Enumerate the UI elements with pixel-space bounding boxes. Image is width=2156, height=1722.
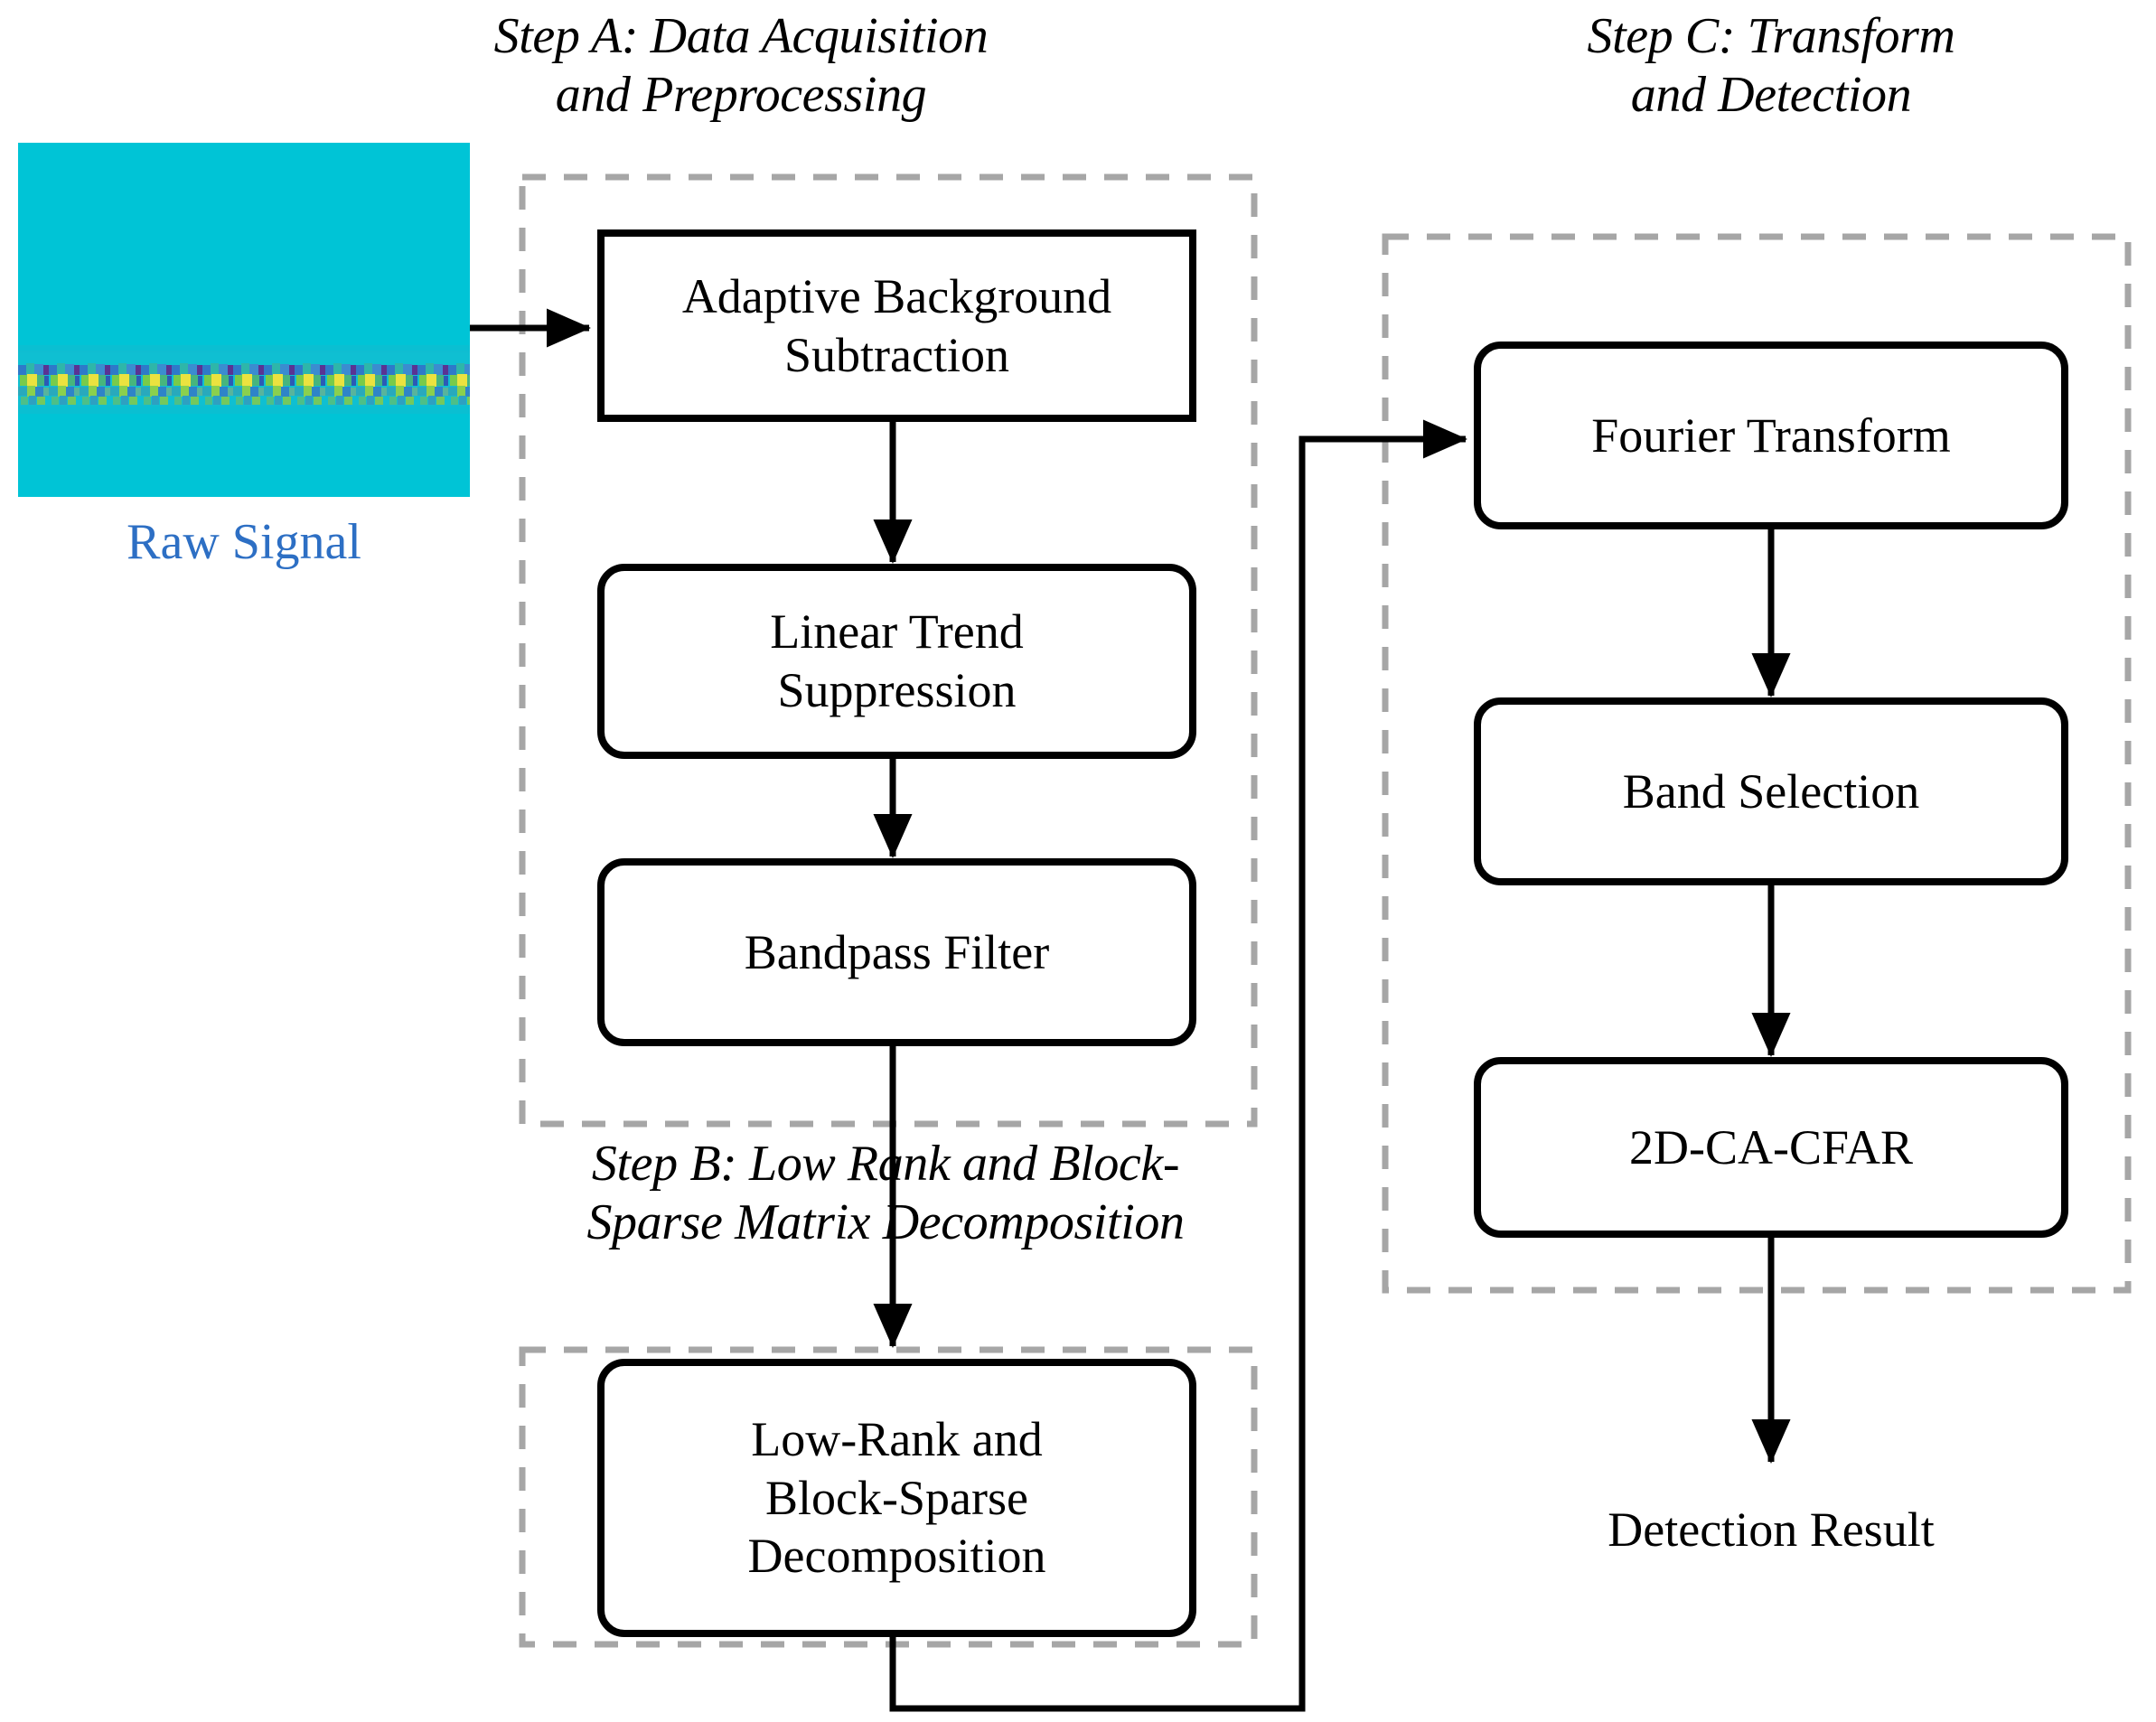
step-c-group-border [1382, 233, 2132, 1294]
node-low-rank-block-sparse-decomposition[interactable] [597, 1359, 1196, 1637]
step-b-title: Step B: Low Rank and Block- Sparse Matri… [586, 1136, 1185, 1250]
step-c-title: Step C: Transform and Detection [1587, 8, 1955, 123]
node-bandpass-filter[interactable] [597, 858, 1196, 1046]
node-band-selection[interactable] [1474, 697, 2068, 885]
node-linear-trend-suppression[interactable] [597, 564, 1196, 759]
raw-signal-heatmap [18, 143, 470, 497]
raw-signal-caption: Raw Signal [127, 514, 361, 570]
detection-result-label: Detection Result [1608, 1502, 1935, 1557]
edge-lowrank-to-fourier [889, 419, 1467, 1712]
step-a-title: Step A: Data Acquisition and Preprocessi… [493, 8, 989, 123]
step-b-group-border [519, 1346, 1258, 1648]
node-2d-ca-cfar[interactable] [1474, 1057, 2068, 1238]
node-adaptive-background-subtraction[interactable] [597, 229, 1196, 422]
step-a-group-border [519, 173, 1258, 1128]
node-fourier-transform[interactable] [1474, 342, 2068, 529]
